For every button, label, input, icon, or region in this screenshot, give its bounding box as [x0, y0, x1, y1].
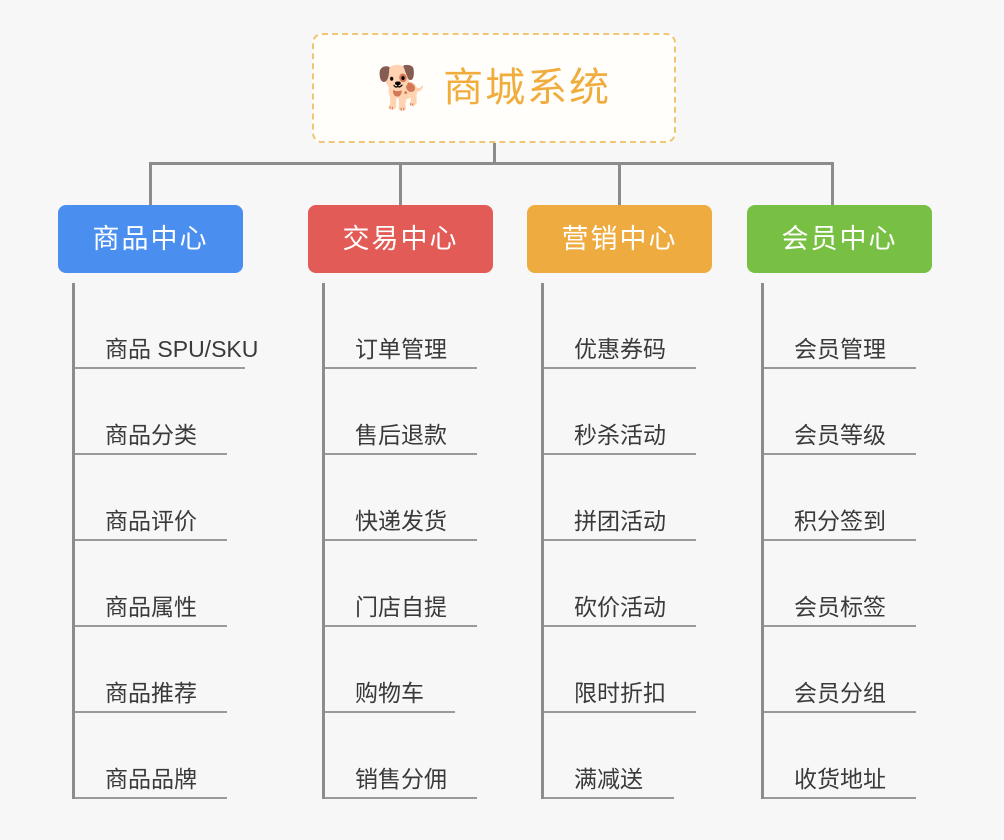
leaf-item-label: 商品评价	[105, 508, 197, 535]
leaf-column-spine: 会员管理 会员等级 积分签到 会员标签 会员分组 收货地址	[761, 283, 976, 799]
connector-root-stem	[493, 143, 496, 165]
category-label: 会员中心	[781, 223, 898, 254]
connector-drop-col-2	[399, 162, 402, 207]
leaf-item-label: 售后退款	[355, 422, 447, 449]
leaf-item[interactable]: 收货地址	[764, 713, 916, 799]
leaf-item[interactable]: 会员分组	[764, 627, 916, 713]
category-label: 营销中心	[561, 223, 678, 254]
leaf-item[interactable]: 满减送	[544, 713, 674, 799]
leaf-item-label: 秒杀活动	[574, 422, 666, 449]
leaf-item[interactable]: 限时折扣	[544, 627, 696, 713]
leaf-item-label: 销售分佣	[355, 766, 447, 793]
leaf-item-label: 积分签到	[794, 508, 886, 535]
category-card-member-center[interactable]: 会员中心	[747, 205, 932, 273]
connector-drop-col-1	[149, 162, 152, 207]
leaf-item-label: 拼团活动	[574, 508, 666, 535]
leaf-item-label: 商品推荐	[105, 680, 197, 707]
leaf-item[interactable]: 秒杀活动	[544, 369, 696, 455]
leaf-item-label: 商品品牌	[105, 766, 197, 793]
leaf-item-label: 商品属性	[105, 594, 197, 621]
leaf-column-spine: 商品 SPU/SKU 商品分类 商品评价 商品属性 商品推荐 商品品牌	[72, 283, 287, 799]
leaf-item[interactable]: 订单管理	[325, 283, 477, 369]
root-node-title: 商城系统	[443, 66, 612, 110]
leaf-column-spine: 优惠券码 秒杀活动 拼团活动 砍价活动 限时折扣 满减送	[541, 283, 756, 799]
leaf-item-label: 门店自提	[355, 594, 447, 621]
connector-horizontal-bus	[149, 162, 834, 165]
leaf-item[interactable]: 商品评价	[75, 455, 227, 541]
leaf-item-label: 快递发货	[355, 508, 447, 535]
leaf-item-label: 会员分组	[794, 680, 886, 707]
leaf-item[interactable]: 会员管理	[764, 283, 916, 369]
leaf-item[interactable]: 商品属性	[75, 541, 227, 627]
leaf-item-label: 会员标签	[794, 594, 886, 621]
leaf-item[interactable]: 商品品牌	[75, 713, 227, 799]
leaf-item-label: 商品 SPU/SKU	[105, 336, 259, 363]
leaf-item[interactable]: 商品 SPU/SKU	[75, 283, 258, 369]
leaf-item[interactable]: 砍价活动	[544, 541, 696, 627]
connector-drop-col-3	[618, 162, 621, 207]
leaf-column-product-center: 商品 SPU/SKU 商品分类 商品评价 商品属性 商品推荐 商品品牌	[72, 283, 287, 799]
leaf-item[interactable]: 会员标签	[764, 541, 916, 627]
leaf-item-label: 商品分类	[105, 422, 197, 449]
leaf-item[interactable]: 售后退款	[325, 369, 477, 455]
leaf-item[interactable]: 拼团活动	[544, 455, 696, 541]
category-label: 商品中心	[92, 223, 209, 254]
leaf-item-label: 收货地址	[794, 766, 886, 793]
leaf-item[interactable]: 会员等级	[764, 369, 916, 455]
leaf-item-label: 满减送	[574, 766, 643, 793]
connector-drop-col-4	[831, 162, 834, 207]
category-card-trade-center[interactable]: 交易中心	[308, 205, 493, 273]
leaf-item-label: 购物车	[355, 680, 424, 707]
leaf-column-trade-center: 订单管理 售后退款 快递发货 门店自提 购物车 销售分佣	[322, 283, 537, 799]
leaf-item-label: 砍价活动	[574, 594, 666, 621]
leaf-item[interactable]: 商品分类	[75, 369, 227, 455]
leaf-item-label: 订单管理	[355, 336, 447, 363]
leaf-item-label: 优惠券码	[574, 336, 666, 363]
leaf-item-label: 会员等级	[794, 422, 886, 449]
leaf-column-marketing-center: 优惠券码 秒杀活动 拼团活动 砍价活动 限时折扣 满减送	[541, 283, 756, 799]
leaf-item[interactable]: 商品推荐	[75, 627, 227, 713]
root-node-mall-system[interactable]: 🐕 商城系统	[312, 33, 676, 143]
shiba-dog-face-icon: 🐕	[376, 64, 430, 111]
leaf-item-label: 限时折扣	[574, 680, 666, 707]
leaf-item[interactable]: 优惠券码	[544, 283, 696, 369]
leaf-item[interactable]: 销售分佣	[325, 713, 477, 799]
leaf-item[interactable]: 购物车	[325, 627, 455, 713]
category-card-marketing-center[interactable]: 营销中心	[527, 205, 712, 273]
leaf-item[interactable]: 门店自提	[325, 541, 477, 627]
leaf-column-spine: 订单管理 售后退款 快递发货 门店自提 购物车 销售分佣	[322, 283, 537, 799]
leaf-item[interactable]: 积分签到	[764, 455, 916, 541]
leaf-item[interactable]: 快递发货	[325, 455, 477, 541]
category-card-product-center[interactable]: 商品中心	[58, 205, 243, 273]
leaf-item-label: 会员管理	[794, 336, 886, 363]
leaf-column-member-center: 会员管理 会员等级 积分签到 会员标签 会员分组 收货地址	[761, 283, 976, 799]
category-label: 交易中心	[342, 223, 459, 254]
